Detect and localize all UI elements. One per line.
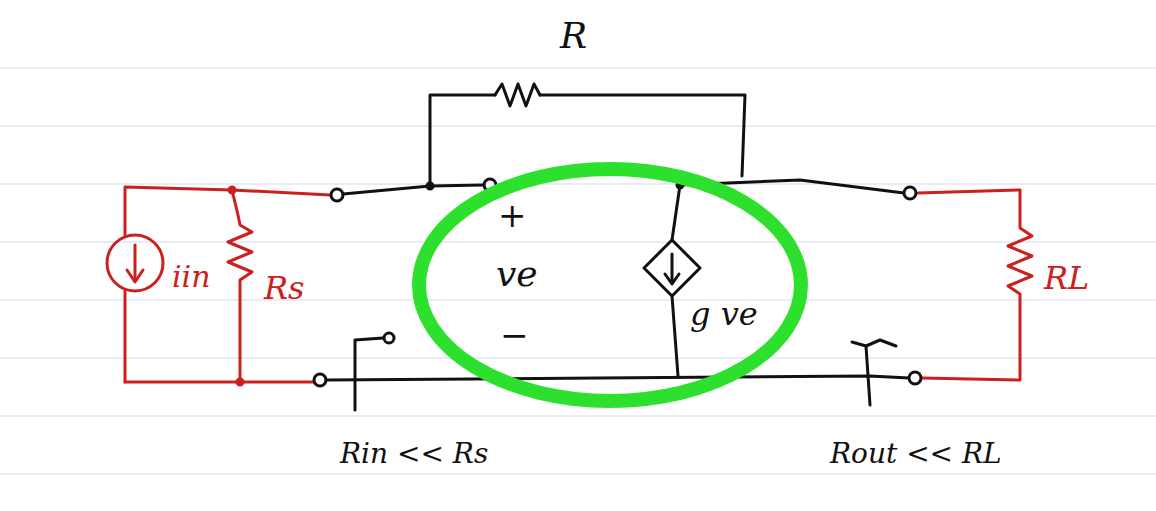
current-name: iin — [172, 262, 211, 292]
highlight-ellipse: + ve − g ve — [410, 160, 810, 410]
source-gain: g ve — [690, 298, 758, 330]
ellipse-stroke — [419, 169, 801, 401]
ellipse-outline — [410, 160, 810, 410]
controlled-source-symbol — [644, 240, 700, 296]
current-source-symbol — [107, 235, 163, 291]
notebook-rules — [0, 68, 1156, 474]
resistor-symbol — [495, 84, 540, 106]
load-network — [918, 190, 1032, 380]
condition-note: Rin << Rs — [340, 440, 488, 468]
polarity-minus: − — [500, 318, 529, 352]
condition-note: Rout << RL — [830, 440, 1002, 468]
amplifier-wiring — [314, 84, 921, 410]
polarity-plus: + — [498, 198, 527, 232]
source-network — [107, 187, 330, 385]
resistor-name: R — [560, 18, 587, 54]
resistor-symbol — [228, 190, 252, 382]
voltage-name: ve — [496, 256, 538, 292]
resistor-name: Rs — [264, 272, 305, 304]
resistor-name: RL — [1044, 262, 1089, 294]
